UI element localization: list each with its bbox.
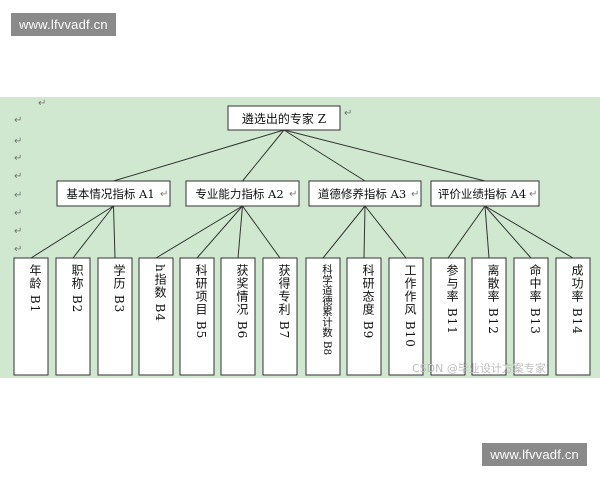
return-mark: ↵ <box>14 136 22 147</box>
connector-line <box>237 205 243 259</box>
category-label: 专业能力指标 A2 <box>195 187 283 201</box>
return-mark: ↵ <box>411 189 419 200</box>
leaf-node <box>513 257 549 376</box>
leaf-label: 科学道德累计数 B8 <box>321 263 333 355</box>
leaf-node <box>138 257 174 376</box>
leaf-node <box>555 257 591 376</box>
connector-line <box>484 205 574 259</box>
connector-line <box>242 205 281 259</box>
leaf-label: 获奖情况 B6 <box>235 264 249 340</box>
leaf-node <box>179 257 215 376</box>
connector-line <box>155 205 243 259</box>
leaf-node <box>262 257 298 376</box>
leaf-node <box>471 257 507 376</box>
leaf-node <box>55 257 91 376</box>
csdn-watermark: CSDN @毕业设计方案专家 <box>412 361 546 375</box>
root-node <box>227 105 341 131</box>
category-node <box>308 180 422 207</box>
connector-line <box>283 129 366 182</box>
connector-line <box>283 129 486 182</box>
leaf-node <box>97 257 133 376</box>
connector-line <box>242 129 285 182</box>
leaf-label: 学历 B3 <box>112 263 126 314</box>
leaf-label: 参与率 B11 <box>445 263 459 335</box>
category-node <box>430 180 540 207</box>
return-mark: ↵ <box>344 108 352 119</box>
category-label: 评价业绩指标 A4 <box>438 187 526 201</box>
root-label: 遴选出的专家 Z <box>242 111 326 126</box>
return-mark: ↵ <box>38 98 46 109</box>
return-mark: ↵ <box>14 190 22 201</box>
leaf-label: 科研态度 B9 <box>361 264 375 340</box>
leaf-node <box>220 257 256 376</box>
leaf-label: 命中率 B13 <box>528 263 542 335</box>
return-mark: ↵ <box>529 189 537 200</box>
return-mark: ↵ <box>14 171 22 182</box>
leaf-label: 年龄 B1 <box>28 264 42 314</box>
leaf-label: 离散率 B12 <box>486 263 500 335</box>
connector-line <box>113 205 116 259</box>
leaf-node <box>305 257 341 376</box>
category-label: 基本情况指标 A1 <box>66 187 154 201</box>
connector-line <box>322 205 366 259</box>
connector-line <box>484 205 490 259</box>
connector-line <box>113 129 285 182</box>
connector-line <box>72 205 114 259</box>
return-mark: ↵ <box>14 244 22 255</box>
connector-line <box>364 205 407 259</box>
return-mark: ↵ <box>14 226 22 237</box>
connector-line <box>484 205 532 259</box>
return-mark: ↵ <box>160 189 168 200</box>
leaf-node <box>13 257 49 376</box>
leaf-label: 获得专利 B7 <box>277 264 291 340</box>
return-mark: ↵ <box>289 189 297 200</box>
category-node <box>185 180 300 207</box>
connector-line <box>447 205 486 259</box>
site-watermark-top: www.lfvvadf.cn <box>11 13 116 36</box>
leaf-node <box>430 257 466 376</box>
connector-line <box>196 205 243 259</box>
leaf-label: h指数 B4 <box>153 264 167 322</box>
return-mark: ↵ <box>14 208 22 219</box>
leaf-label: 工作作风 B10 <box>403 264 417 348</box>
return-mark: ↵ <box>14 153 22 164</box>
category-label: 道德修养指标 A3 <box>318 187 406 201</box>
leaf-label: 科研项目 B5 <box>194 264 208 340</box>
connector-line <box>30 205 114 259</box>
category-node <box>56 180 171 207</box>
leaf-label: 职称 B2 <box>70 264 84 313</box>
leaf-node <box>388 257 424 376</box>
return-mark: ↵ <box>14 115 22 126</box>
site-watermark-bottom: www.lfvvadf.cn <box>482 443 587 466</box>
leaf-label: 成功率 B14 <box>570 264 584 335</box>
leaf-node <box>346 257 382 376</box>
connector-line <box>363 205 366 259</box>
